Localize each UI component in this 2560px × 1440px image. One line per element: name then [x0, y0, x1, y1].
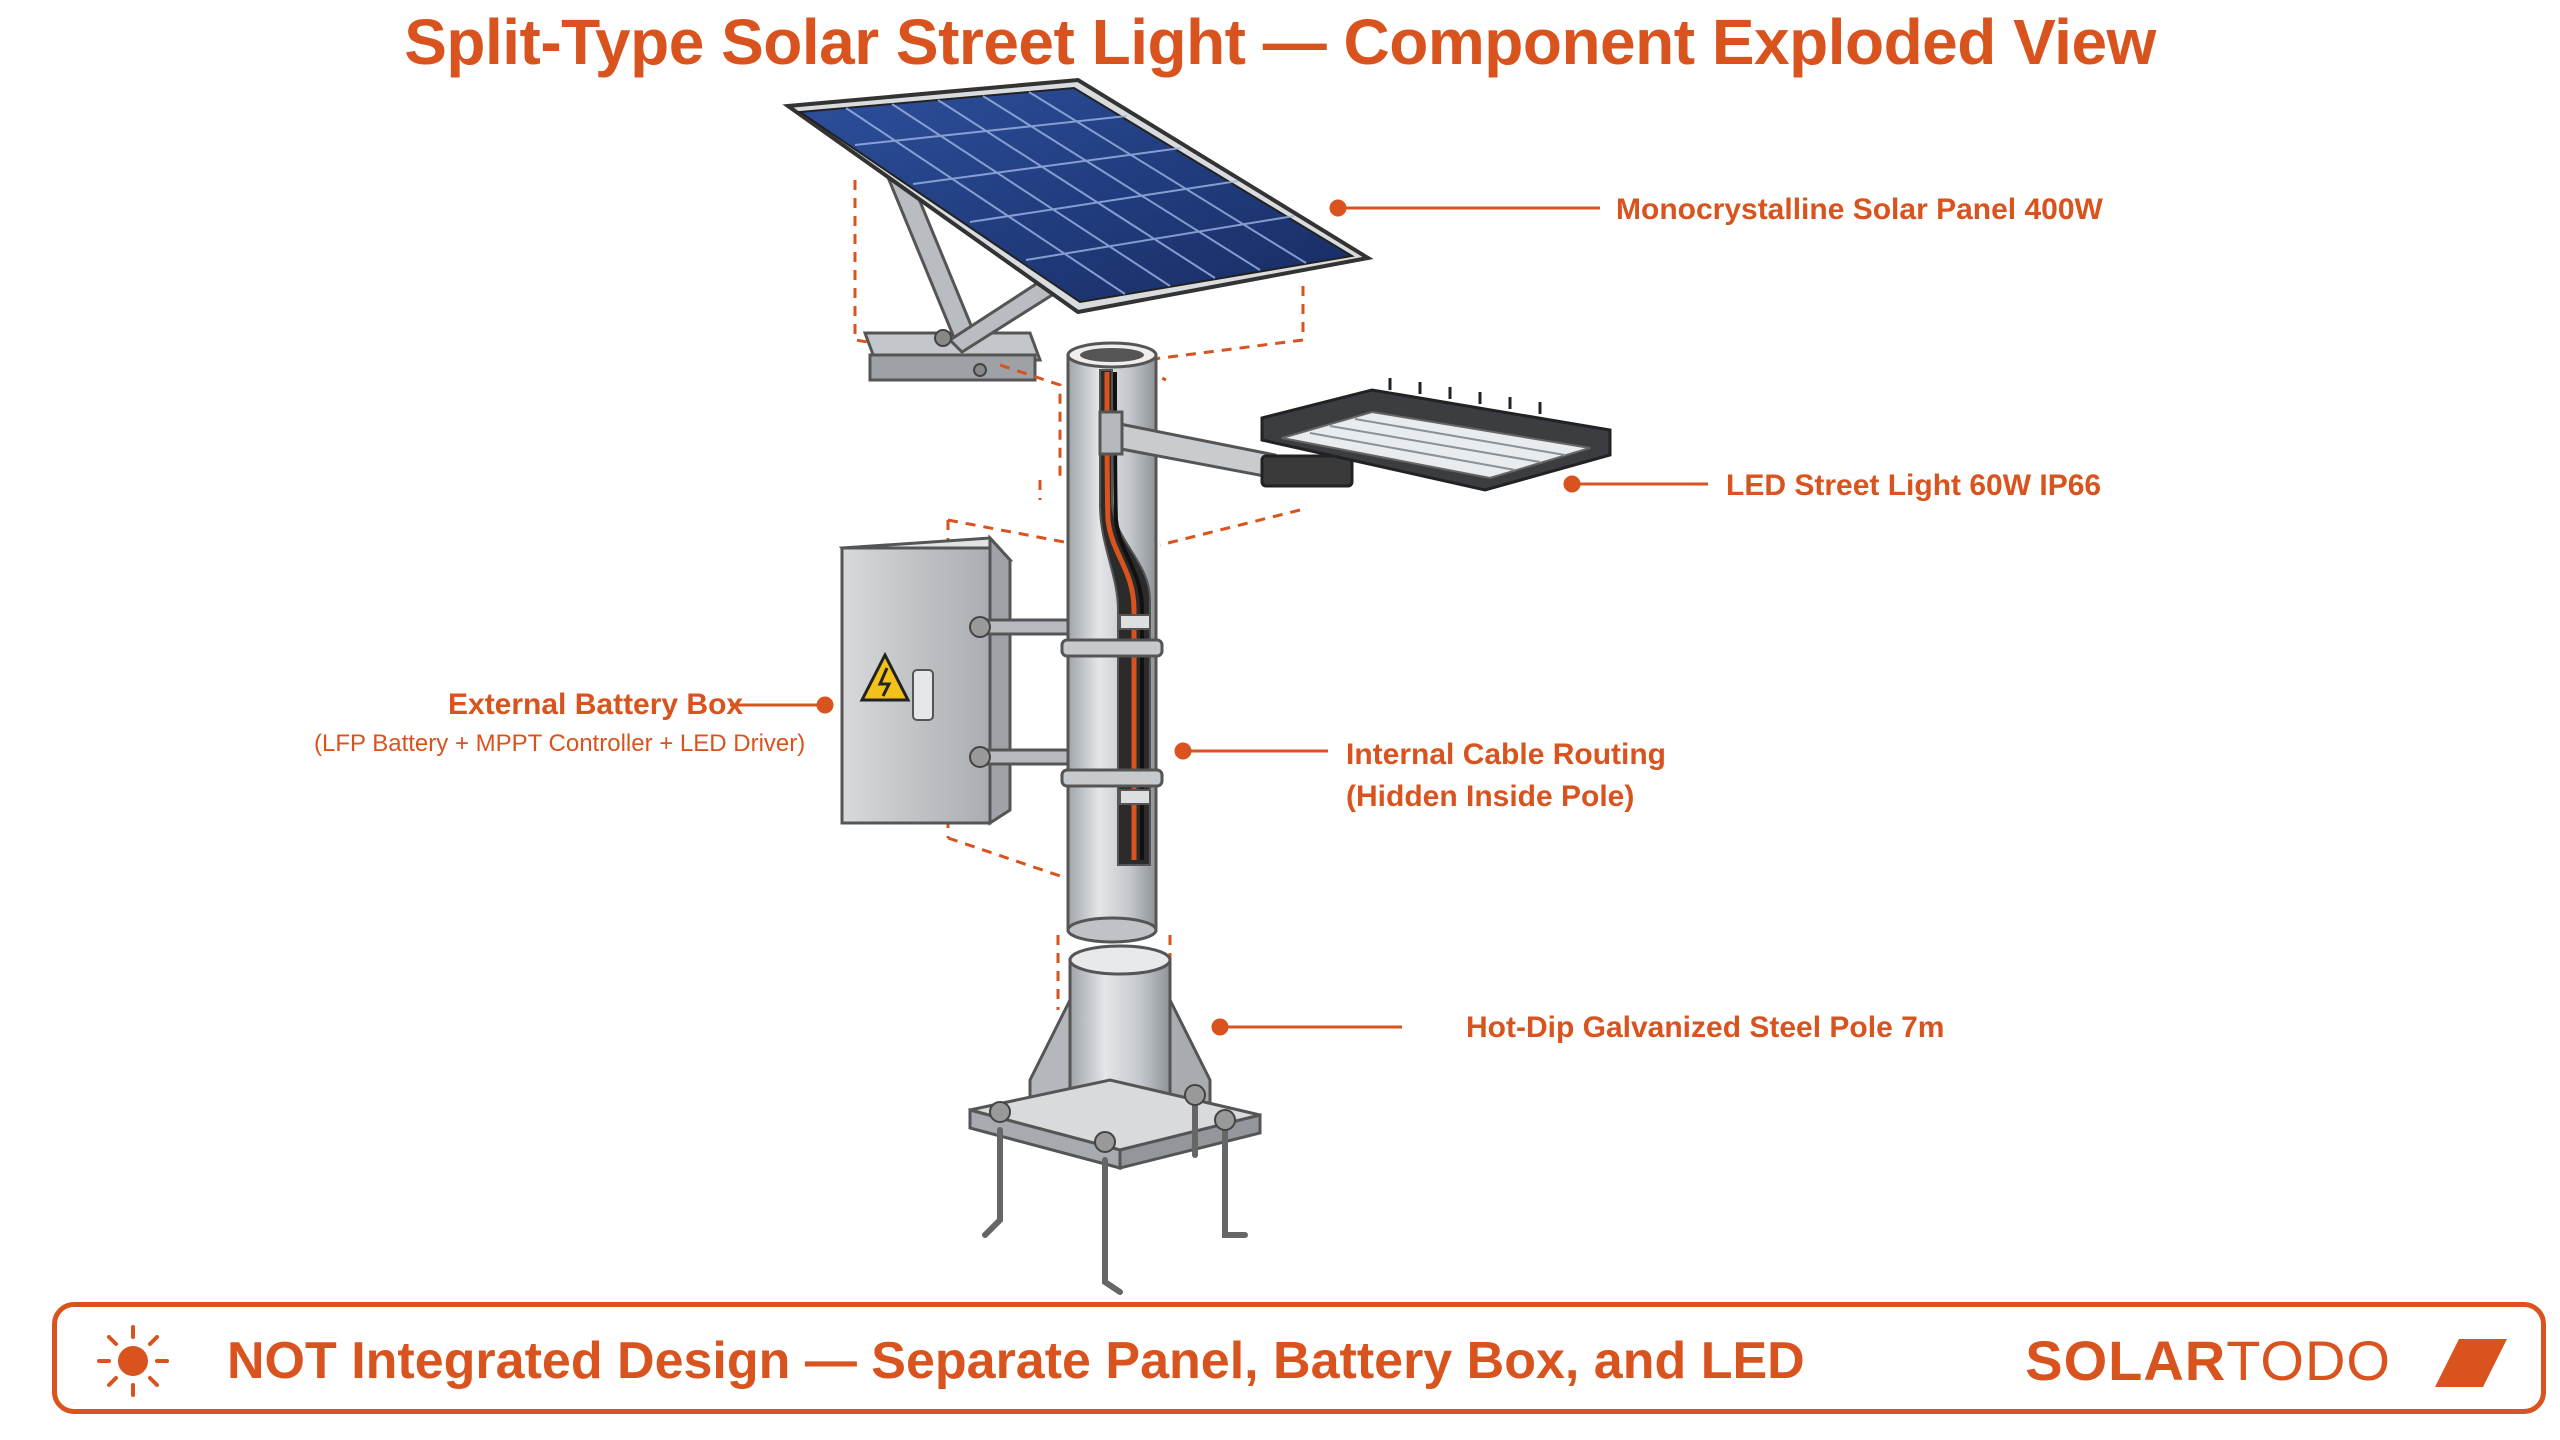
solar-panel-label: Monocrystalline Solar Panel 400W — [1616, 193, 2103, 226]
led-light-label: LED Street Light 60W IP66 — [1726, 469, 2102, 502]
panel-mount-bracket — [862, 163, 1063, 382]
brand-logo-solar: SOLAR — [2025, 1329, 2227, 1392]
cable-routing-label: Internal Cable Routing — [1346, 738, 1667, 771]
high-voltage-warning-icon — [859, 651, 911, 702]
battery-box — [838, 534, 1070, 826]
page-title: Split-Type Solar Street Light — Componen… — [404, 6, 2156, 78]
footer-message: NOT Integrated Design — Separate Panel, … — [227, 1332, 1805, 1390]
pole-label: Hot-Dip Galvanized Steel Pole 7m — [1466, 1011, 1945, 1044]
brand-slash-icon — [2435, 1339, 2507, 1387]
battery-box-label: External Battery Box — [448, 688, 744, 721]
footer-banner: NOT Integrated Design — Separate Panel, … — [52, 1302, 2546, 1414]
leader-lines — [730, 199, 1708, 1036]
battery-box-brackets — [969, 616, 1070, 768]
solar-panel — [782, 77, 1374, 382]
brand-logo: SOLARTODO — [2025, 1331, 2391, 1391]
battery-box-detail-label: (LFP Battery + MPPT Controller + LED Dri… — [314, 730, 806, 757]
led-street-light — [1098, 378, 1612, 492]
brand-logo-todo: TODO — [2226, 1329, 2391, 1392]
sun-icon — [97, 1325, 169, 1397]
cable-routing-sublabel: (Hidden Inside Pole) — [1346, 780, 1635, 813]
lower-pole-base — [968, 944, 1262, 1295]
